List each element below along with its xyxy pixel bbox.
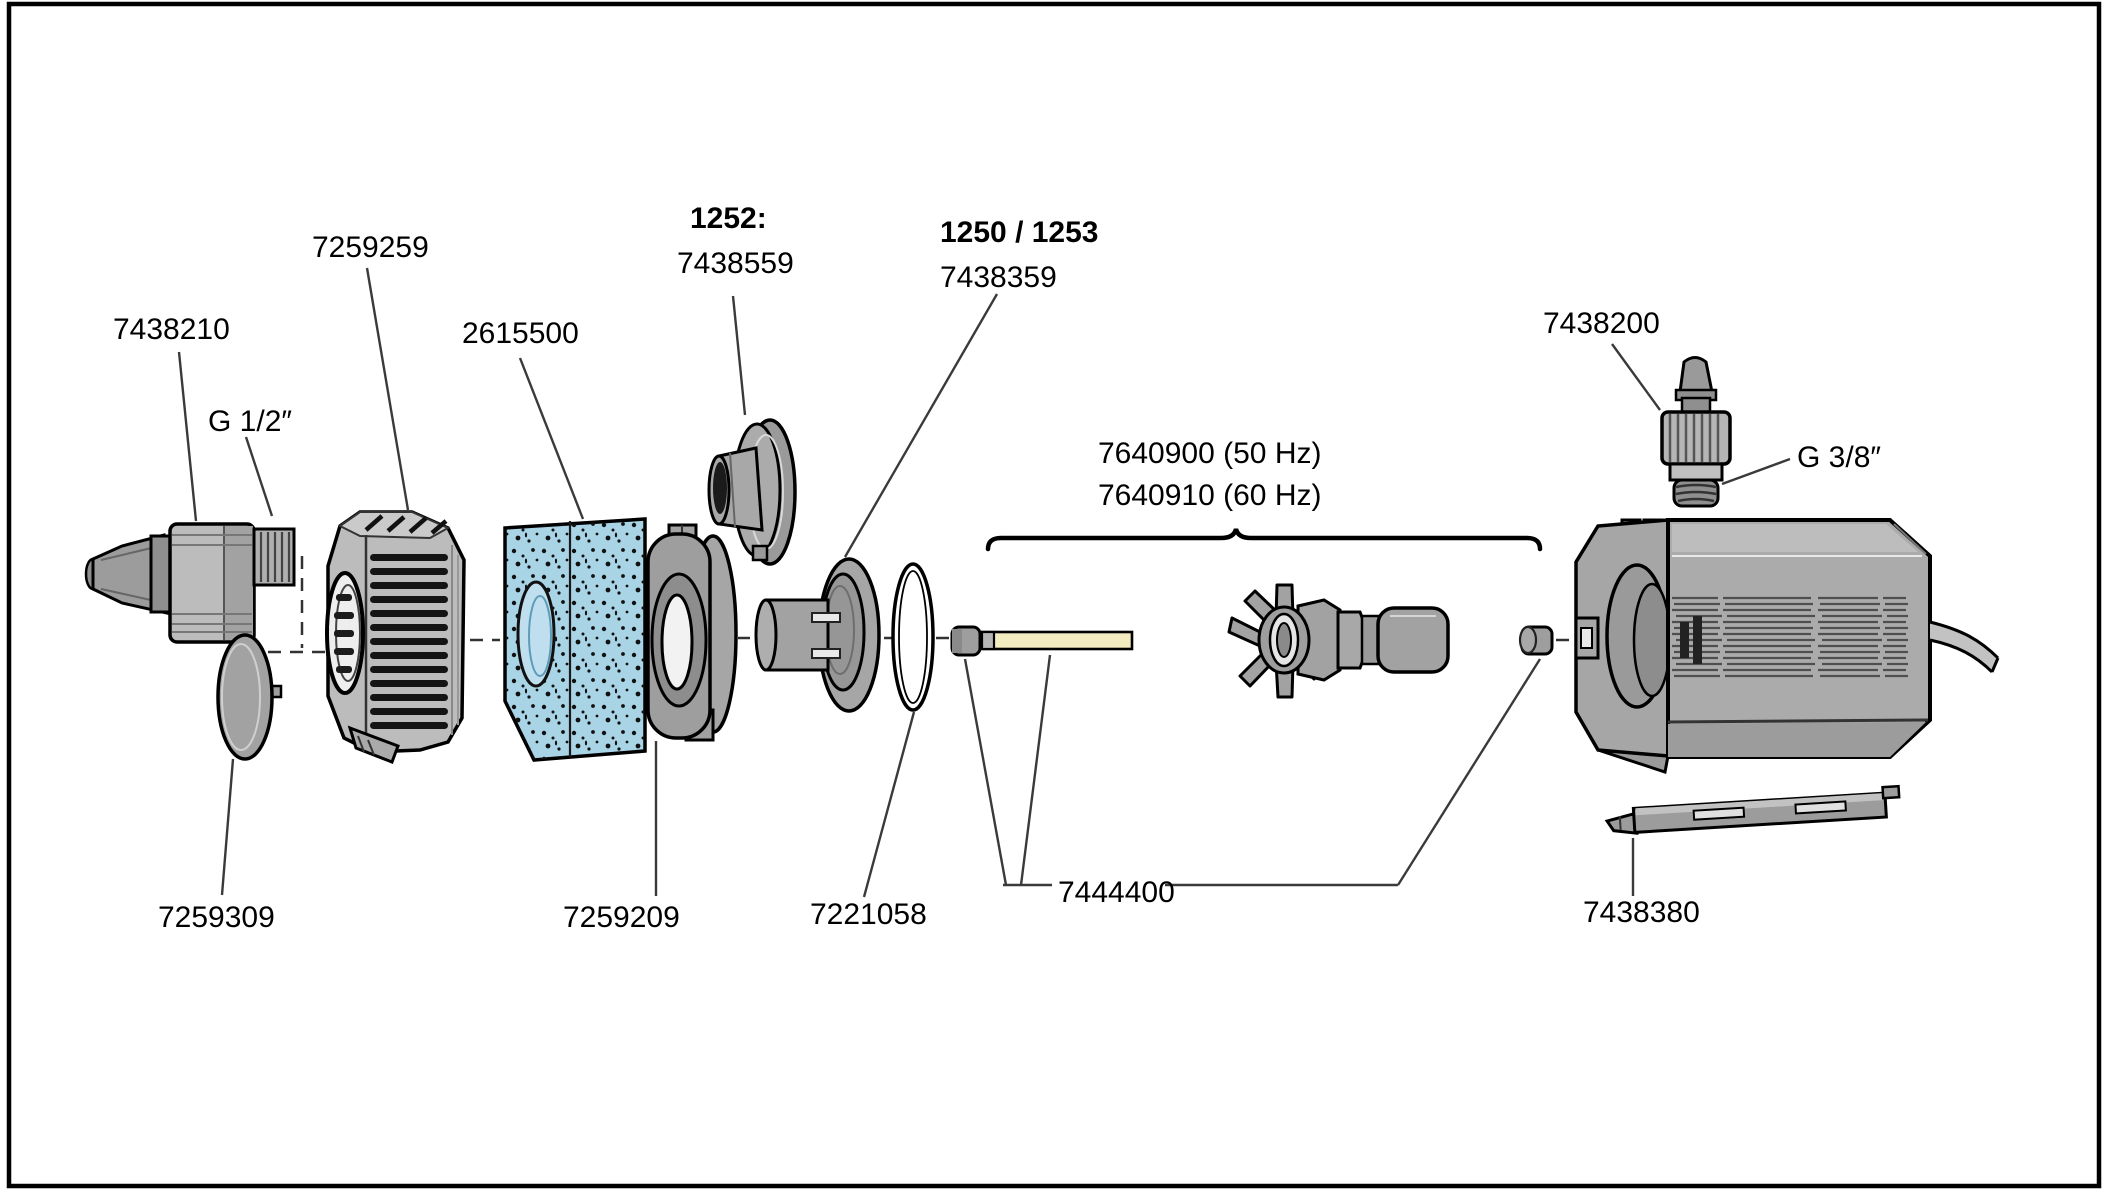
part-labels: 7438210 G 1/2″ 7259259 2615500 1252: 743… (113, 202, 1881, 934)
leader-lines (177, 267, 1791, 898)
label-mounting-plate: 7438380 (1583, 896, 1700, 929)
outlet-connector-drawing (1660, 356, 1732, 508)
cover-1250-1253-drawing (754, 557, 881, 713)
cover-1252-drawing (707, 418, 797, 566)
label-thread-size-right: G 3/8″ (1797, 441, 1881, 474)
pump-cover-drawing (646, 523, 738, 742)
power-cord (1930, 622, 1998, 672)
label-impeller-60hz: 7640910 (60 Hz) (1098, 479, 1321, 512)
label-filter-foam: 2615500 (462, 317, 579, 350)
label-pump-cover: 7259209 (563, 901, 680, 934)
impeller-drawing (1227, 583, 1450, 699)
label-o-ring: 7221058 (810, 898, 927, 931)
label-outlet-connector: 7438200 (1543, 307, 1660, 340)
strainer-cover-drawing (325, 510, 466, 764)
motor-body-drawing (1574, 518, 2000, 774)
label-model-1250-1253-heading: 1250 / 1253 (940, 216, 1098, 249)
label-suction-cap: 7259309 (158, 901, 275, 934)
label-cover-1252: 7438559 (677, 247, 794, 280)
rotor-assembly-brace (985, 528, 1543, 552)
suction-cap-drawing (216, 633, 283, 761)
label-shaft-and-bushings: 7444400 (1058, 876, 1175, 909)
label-hose-tap: 7438210 (113, 313, 230, 346)
shaft-and-bushings-drawing (950, 625, 1554, 657)
filter-foam-drawing (503, 517, 647, 762)
label-thread-size-left: G 1/2″ (208, 405, 292, 438)
page-border (6, 1, 2102, 1189)
hose-tap-drawing (84, 522, 296, 644)
label-impeller-50hz: 7640900 (50 Hz) (1098, 437, 1321, 470)
label-strainer-cover: 7259259 (312, 231, 429, 264)
label-model-1252-heading: 1252: (690, 202, 767, 235)
o-ring-drawing (891, 562, 935, 712)
label-cover-1250-1253: 7438359 (940, 261, 1057, 294)
mounting-plate-drawing (1604, 784, 1901, 835)
